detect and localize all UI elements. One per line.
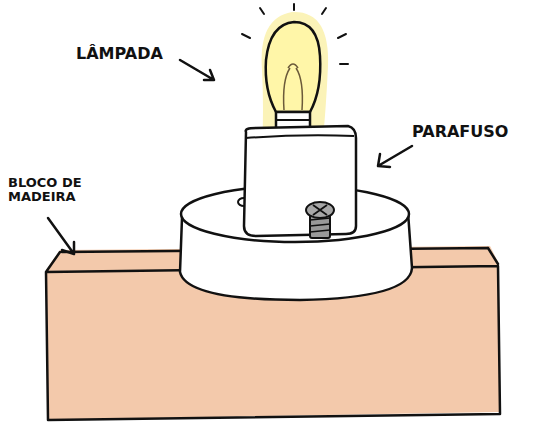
bulb-glass xyxy=(266,22,321,112)
glow-rays xyxy=(242,4,348,64)
filament xyxy=(284,64,303,110)
leader-arrows xyxy=(48,60,412,254)
socket-rim xyxy=(246,135,354,138)
screw xyxy=(306,202,334,238)
part-label: BLOCO DE MADEIRA xyxy=(8,176,90,203)
bulb-thread xyxy=(276,119,310,121)
part-label: PARAFUSO xyxy=(412,124,532,141)
socket xyxy=(244,126,356,236)
part-label: LÂMPADA xyxy=(76,46,196,63)
